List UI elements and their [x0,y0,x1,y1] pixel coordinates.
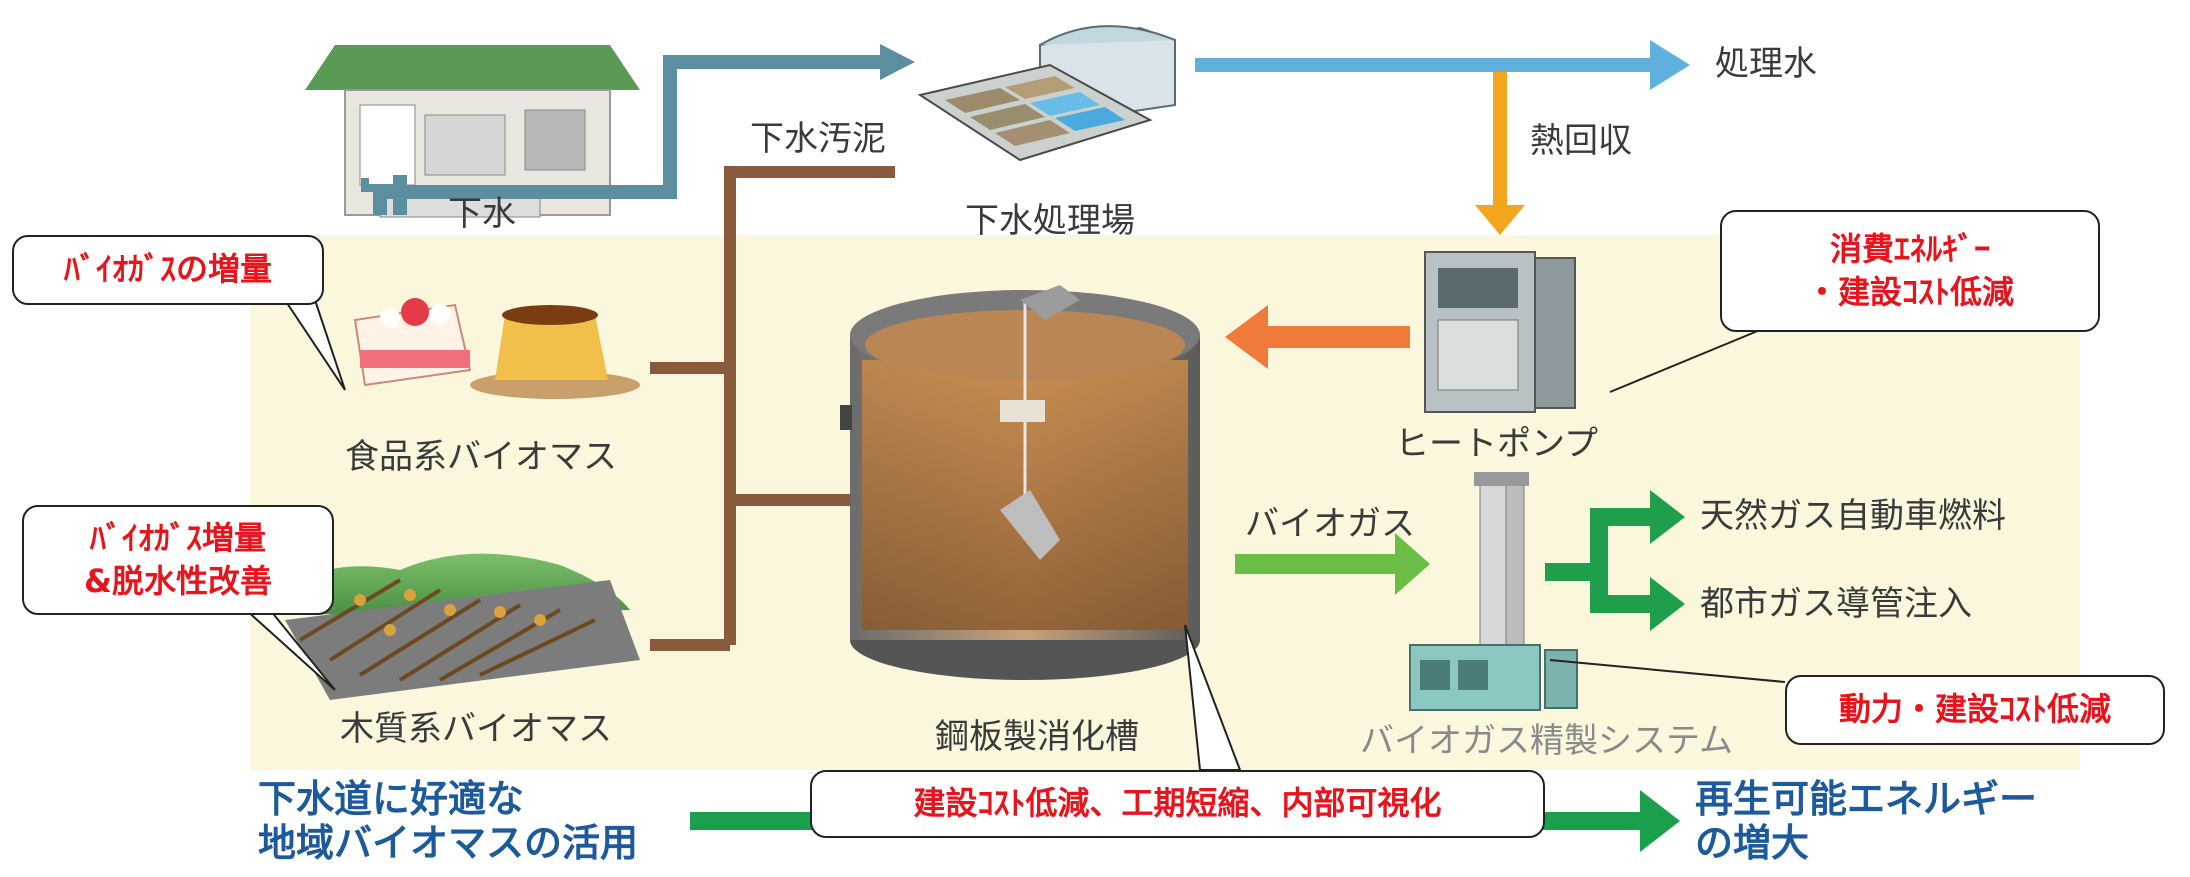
sewage-label: 下水 [448,194,516,234]
bottom-right-heading: 再生可能エネルギー の増大 [1695,777,2038,865]
natural-gas-fuel-label: 天然ガス自動車燃料 [1700,496,2006,536]
bottom-right-line1: 再生可能エネルギー [1695,777,2038,821]
callout-biogas-increase: ﾊﾞｲｵｶﾞｽの増量 [12,235,324,305]
callout-digester-benefits: 建設ｺｽﾄ低減、工期短縮、内部可視化 [810,770,1545,838]
callout-biogas-dewater: ﾊﾞｲｵｶﾞｽ増量 &脱水性改善 [22,505,334,615]
heat-pump-icon [1424,251,1576,413]
heat-recovery-label: 熱回収 [1530,121,1632,161]
callout-biogas-dewater-line2: &脱水性改善 [84,562,272,600]
bottom-left-heading: 下水道に好適な 地域バイオマスの活用 [258,777,639,865]
callout-digester-benefits-text: 建設ｺｽﾄ低減、工期短縮、内部可視化 [913,784,1442,823]
digester-tank-icon [840,285,1200,680]
biogas-label: バイオガス [1245,504,1415,544]
refining-system-label: バイオガス精製システム [1360,721,1733,761]
treatment-plant-icon [917,25,1176,162]
callout-power-cost: 動力・建設ｺｽﾄ低減 [1785,675,2165,745]
callout-energy-line2: ・建設ｺｽﾄ低減 [1805,273,2014,311]
callout-energy-line1: 消費ｴﾈﾙｷﾞｰ [1829,229,1990,268]
wood-biomass-label: 木質系バイオマス [340,709,612,749]
food-biomass-icon [353,298,640,399]
treated-water-label: 処理水 [1715,44,1817,84]
callout-energy-cost: 消費ｴﾈﾙｷﾞｰ ・建設ｺｽﾄ低減 [1720,210,2100,332]
city-gas-injection-label: 都市ガス導管注入 [1700,584,1972,624]
digester-label: 鋼板製消化槽 [935,717,1139,757]
refining-system-icon [1409,472,1578,711]
wood-biomass-icon [270,553,640,700]
heat-pump-label: ヒートポンプ [1395,424,1598,464]
callout-power-cost-text: 動力・建設ｺｽﾄ低減 [1838,690,2111,729]
callout-biogas-dewater-line1: ﾊﾞｲｵｶﾞｽ増量 [89,518,266,557]
bottom-left-line2: 地域バイオマスの活用 [258,820,639,865]
callout-biogas-increase-text: ﾊﾞｲｵｶﾞｽの増量 [63,250,272,289]
food-biomass-label: 食品系バイオマス [345,437,617,477]
treatment-plant-label: 下水処理場 [965,201,1135,241]
sewage-sludge-label: 下水汚泥 [750,119,886,159]
bottom-right-line2: の増大 [1695,820,1810,865]
bottom-left-line1: 下水道に好適な [258,777,525,821]
